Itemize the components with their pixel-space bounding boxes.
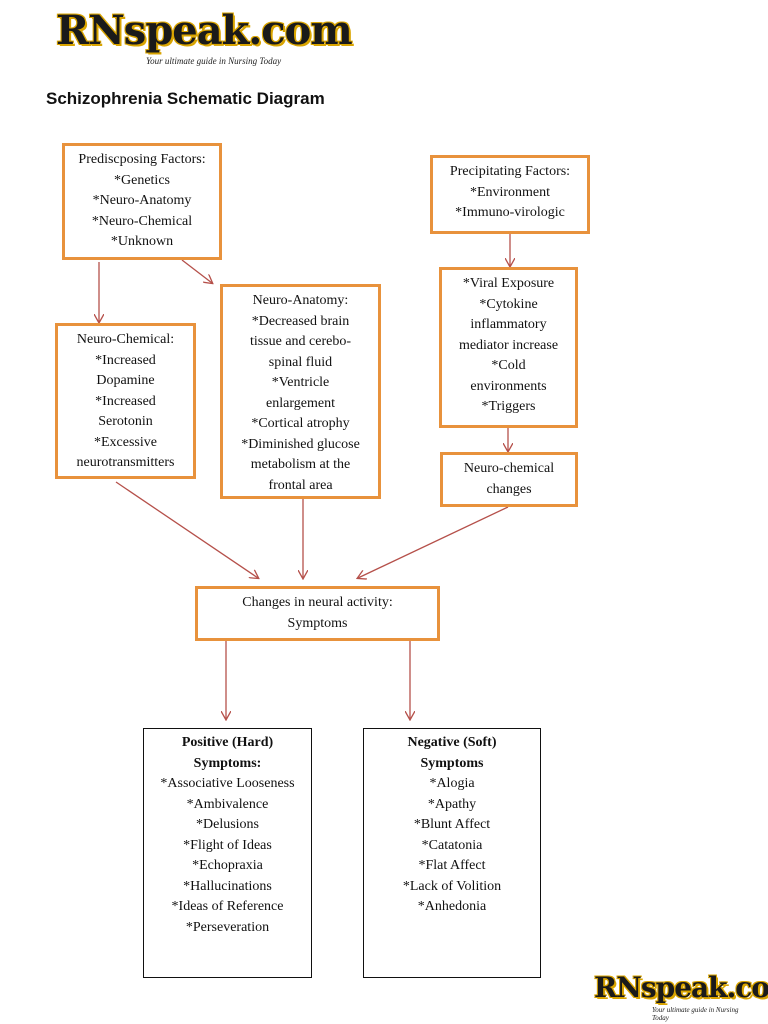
neuro-anatomy-box: Neuro-Anatomy: *Decreased brain tissue a… bbox=[220, 284, 381, 499]
logo-text: RNspeak.com bbox=[56, 7, 353, 54]
arrow-neurochemical-to-activity bbox=[115, 481, 258, 578]
logo-tagline-bottom: Your ultimate guide in Nursing Today bbox=[652, 1006, 739, 1022]
rnspeak-logo: RNspeak.com Your ultimate guide in Nursi… bbox=[56, 8, 353, 70]
page-title: Schizophrenia Schematic Diagram bbox=[46, 89, 325, 108]
positive-symptoms-box: Positive (Hard) Symptoms: *Associative L… bbox=[143, 728, 312, 978]
negative-symptoms-box: Negative (Soft) Symptoms *Alogia *Apathy… bbox=[363, 728, 541, 978]
arrow-changes-to-activity bbox=[358, 506, 509, 578]
neural-activity-box: Changes in neural activity: Symptoms bbox=[195, 586, 440, 641]
arrow-predisposing-to-neuroanatomy bbox=[181, 259, 212, 283]
predisposing-factors-box: Prediscposing Factors: *Genetics *Neuro-… bbox=[62, 143, 222, 260]
logo-tagline: Your ultimate guide in Nursing Today bbox=[146, 56, 282, 66]
rnspeak-logo-bottom: RNspeak.com Your ultimate guide in Nursi… bbox=[594, 972, 768, 1023]
neuro-chemical-changes-box: Neuro-chemical changes bbox=[440, 452, 578, 507]
neuro-chemical-box: Neuro-Chemical: *Increased Dopamine *Inc… bbox=[55, 323, 196, 479]
logo-text-bottom: RNspeak.com bbox=[594, 971, 768, 1004]
precipitating-factors-box: Precipitating Factors: *Environment *Imm… bbox=[430, 155, 590, 234]
viral-exposure-box: *Viral Exposure *Cytokine inflammatory m… bbox=[439, 267, 578, 428]
